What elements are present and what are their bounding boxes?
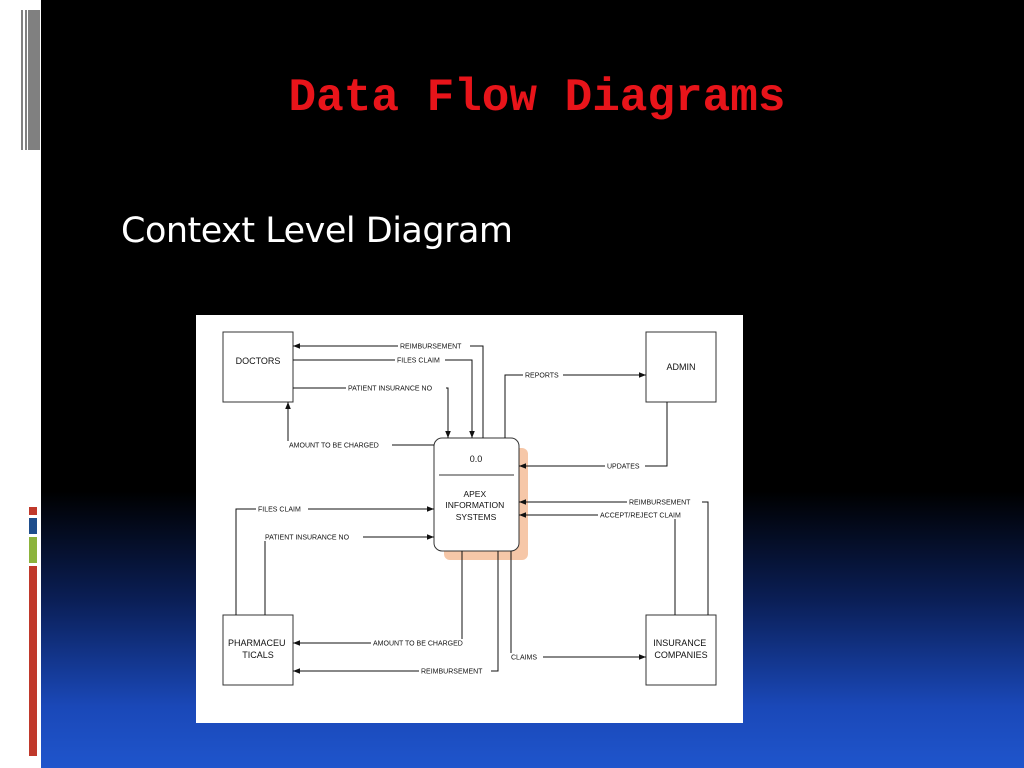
entity-pharmaceuticals-label: TICALS [242, 650, 274, 660]
flow-label: REIMBURSEMENT [629, 500, 691, 507]
flow-label: PATIENT INSURANCE NO [348, 386, 433, 393]
flow-amount-pharma [293, 551, 463, 646]
flow-accept-reject [519, 512, 676, 615]
flow-label: ACCEPT/REJECT CLAIM [600, 513, 681, 520]
flow-label: UPDATES [607, 464, 640, 471]
process-name-line: INFORMATION [445, 500, 504, 510]
flow-reimbursement-insurance [519, 499, 709, 615]
process-name-line: APEX [463, 489, 486, 499]
flow-label: AMOUNT TO BE CHARGED [289, 443, 379, 450]
dfd-svg: 0.0 APEX INFORMATION SYSTEMS DOCTORS ADM… [222, 331, 717, 686]
flow-label: REIMBURSEMENT [400, 344, 462, 351]
flow-reimbursement-doctors [293, 343, 484, 438]
entity-doctors-box [222, 331, 294, 403]
svg-text:INSURANCE COMPANIES: INSURANCE COMPANIES [653, 638, 709, 660]
entity-admin-label: ADMIN [667, 362, 696, 372]
flow-updates [519, 402, 668, 469]
accent-bar-blue [29, 518, 37, 534]
flow-claims [510, 551, 646, 660]
slide-title: Data Flow Diagrams [288, 72, 786, 124]
svg-text:PHARMACEU TICALS: PHARMACEU TICALS [228, 638, 288, 660]
process-name-line: SYSTEMS [456, 512, 497, 522]
flow-label: CLAIMS [511, 655, 537, 662]
entity-insurance-box [645, 614, 717, 686]
flow-label: PATIENT INSURANCE NO [265, 535, 350, 542]
flow-files-claim-doctors [293, 359, 475, 438]
accent-bar-green [29, 537, 37, 563]
entity-doctors-label: DOCTORS [236, 356, 281, 366]
entity-pharmaceuticals-label: PHARMACEU [228, 638, 286, 648]
flow-patient-insurance-doctors [293, 387, 451, 438]
accent-bar-red-long [29, 566, 37, 756]
process-box [433, 437, 520, 552]
entity-pharmaceuticals-box [222, 614, 294, 686]
slide-subtitle: Context Level Diagram [121, 211, 513, 251]
flow-reports [504, 372, 646, 438]
flow-label: FILES CLAIM [258, 507, 301, 514]
flow-patient-insurance-pharma [264, 534, 434, 615]
entity-insurance-label: INSURANCE [653, 638, 706, 648]
svg-text:APEX INFORMATION S: APEX INFORMATION SYSTEMS [445, 489, 506, 522]
decorative-lines [21, 10, 40, 150]
accent-bar-red-small [29, 507, 37, 515]
entity-insurance-label: COMPANIES [654, 650, 707, 660]
slide-left-strip [0, 0, 41, 768]
flow-amount-doctors [285, 402, 434, 446]
context-diagram: 0.0 APEX INFORMATION SYSTEMS DOCTORS ADM… [196, 315, 743, 723]
flow-reimbursement-pharma [293, 551, 499, 674]
flow-files-claim-pharma [235, 506, 434, 615]
flow-label: REIMBURSEMENT [421, 669, 483, 676]
flow-label: FILES CLAIM [397, 358, 440, 365]
flow-label: REPORTS [525, 373, 559, 380]
entity-admin-box [645, 331, 717, 403]
flow-label: AMOUNT TO BE CHARGED [373, 641, 463, 648]
process-id: 0.0 [470, 454, 483, 464]
